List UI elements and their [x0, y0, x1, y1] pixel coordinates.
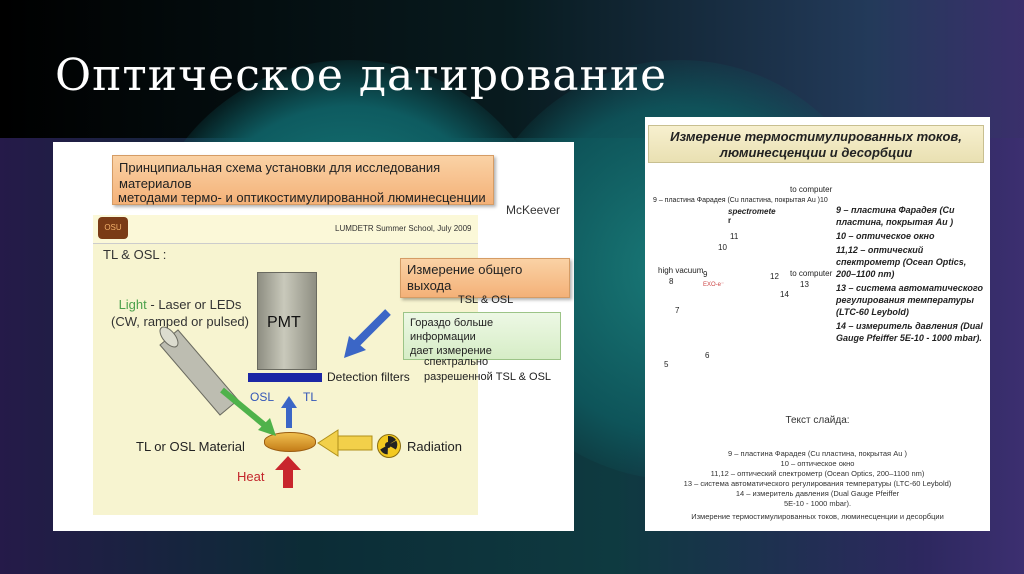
radiation-label: Radiation	[407, 439, 462, 454]
slide-text-line: 14 – измеритель давления (Dual Gauge Pfe…	[735, 489, 900, 498]
scheme-header-line2: методами термо- и оптикостимулированной …	[118, 190, 486, 205]
spectrometer-label: spectromete	[728, 207, 776, 216]
green-line3: дает измерение	[410, 345, 492, 357]
r-label: r	[728, 216, 732, 225]
light-arrow	[220, 387, 276, 436]
detection-filter	[248, 373, 322, 382]
pmt-tube	[257, 272, 317, 370]
green-line2: информации	[410, 331, 476, 343]
slide-text-line: 11,12 – оптический спектрометр (Ocean Op…	[710, 469, 925, 478]
school-label: LUMDETR Summer School, July 2009	[335, 224, 472, 233]
legend-item: 14 – измеритель давления (Dual Gauge Pfe…	[836, 321, 983, 343]
measure-total-box: Измерение общего выхода	[400, 258, 570, 298]
slide-title: Оптическое датирование	[55, 50, 668, 101]
slide-text-footer: Измерение термостимулированных токов, лю…	[691, 512, 944, 521]
high-vacuum-label: high vacuum	[658, 266, 704, 275]
slide-text-block: 9 – пластина Фарадея (Cu пластина, покры…	[645, 449, 990, 509]
light-source-label: Light - Laser or LEDs (CW, ramped or pul…	[100, 296, 260, 330]
tsl-osl-label: TSL & OSL	[458, 294, 514, 306]
osl-label: OSL	[250, 390, 275, 404]
legend-item: 10 – оптическое окно	[836, 231, 935, 241]
scheme-header-box: Принципиальная схема установки для иссле…	[112, 155, 494, 205]
slide-text-line: 9 – пластина Фарадея (Cu пластина, покры…	[728, 449, 907, 458]
legend-item: 13 – система автоматического регулирован…	[836, 283, 983, 317]
slide-text-heading: Текст слайда:	[785, 415, 850, 426]
measure-arrow	[344, 309, 391, 358]
light-source-icon	[159, 326, 239, 416]
tl-label: TL	[303, 390, 318, 404]
label-10: 10	[718, 243, 727, 252]
title-band	[0, 0, 1024, 138]
light-rest: - Laser or LEDs	[146, 297, 242, 312]
apparatus-legend: 9 – пластина Фарадея (Cu пластина, покры…	[836, 204, 986, 346]
material-label: TL or OSL Material	[136, 439, 245, 454]
sample-disk	[264, 432, 316, 452]
slide-text-line: 13 – система автоматического регулирован…	[683, 479, 952, 488]
pmt-label: PMT	[267, 314, 301, 331]
label-7: 7	[675, 306, 680, 315]
radiation-arrow	[317, 429, 373, 457]
spectral-info-box: Гораздо больше информации дает измерение	[403, 312, 561, 360]
radiation-symbol	[380, 435, 398, 455]
emission-arrow	[281, 396, 297, 428]
right-figure-panel	[645, 117, 990, 531]
to-computer-label-2: to computer	[790, 269, 833, 278]
osu-logo: OSU	[98, 217, 128, 239]
label-12: 12	[770, 272, 779, 281]
green-line5: разрешенной TSL & OSL	[424, 371, 552, 383]
green-line4: спектрально	[424, 356, 489, 368]
author-label: McKeever	[506, 203, 561, 217]
exo-label: EXO-e⁻	[703, 282, 725, 288]
right-figure-title: Измерение термостимулированных токов, лю…	[648, 125, 984, 163]
detection-filters-label: Detection filters	[327, 370, 410, 384]
light-word: Light	[118, 297, 147, 312]
label-9: 9	[703, 270, 708, 279]
section-label: TL & OSL :	[103, 247, 167, 262]
label-8: 8	[669, 277, 674, 286]
scheme-header-line1: Принципиальная схема установки для иссле…	[119, 160, 441, 191]
label-13: 13	[800, 280, 809, 289]
green-line1: Гораздо больше	[410, 317, 494, 329]
legend-item: 11,12 – оптический спектрометр (Ocean Op…	[836, 245, 967, 279]
to-computer-label-1: to computer	[790, 185, 833, 194]
school-banner	[93, 215, 478, 244]
item9-inline-label: 9 – пластина Фарадея (Cu пластина, покры…	[653, 197, 828, 204]
heat-label: Heat	[237, 469, 265, 484]
label-11: 11	[730, 232, 739, 241]
label-5: 5	[664, 360, 669, 369]
legend-item: 9 – пластина Фарадея (Cu пластина, покры…	[836, 205, 955, 227]
label-6: 6	[705, 351, 710, 360]
label-14: 14	[780, 290, 789, 299]
heat-arrow	[275, 456, 301, 488]
slide-text-line: 10 – оптическое окно	[780, 459, 855, 468]
slide-text-line: 5E-10 - 1000 mbar).	[783, 499, 852, 508]
light-line2: (CW, ramped or pulsed)	[111, 314, 249, 329]
